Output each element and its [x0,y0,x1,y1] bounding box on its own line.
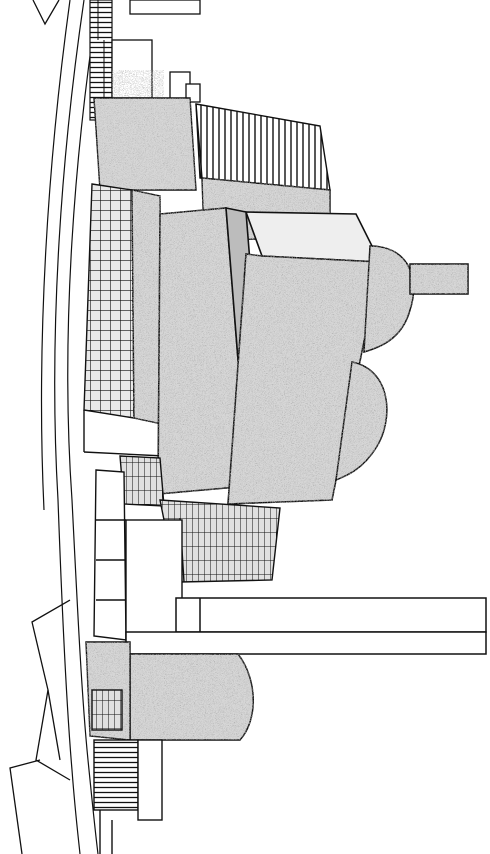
chimney [409,263,469,295]
lower-round-volume [129,653,254,741]
podium-block-bottom [85,641,163,854]
cylinder-volumes [335,245,415,482]
roof-structures-top [111,0,201,103]
podium-block-top [93,97,197,191]
lower-grid-block [93,455,281,641]
hill-bottom-left [9,599,71,854]
glazed-facade [83,183,165,457]
hill-top-left [32,0,60,26]
ground-outline [40,0,99,854]
long-slab [125,597,487,655]
